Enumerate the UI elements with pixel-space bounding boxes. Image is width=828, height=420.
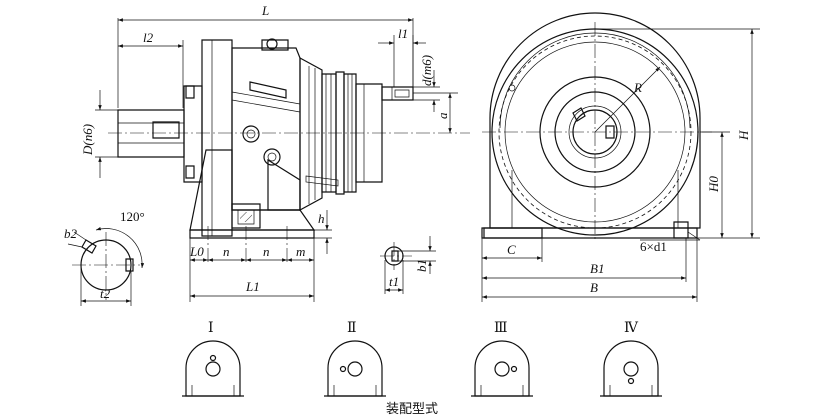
dim-B: B [590, 280, 598, 295]
assembly-label-1: Ⅰ [208, 321, 214, 336]
dim-m: m [296, 244, 305, 259]
assembly-label-3: Ⅲ [494, 321, 508, 336]
dim-b2: b2 [64, 226, 78, 241]
assembly-type-3: Ⅲ [471, 321, 533, 396]
dim-C: C [507, 242, 516, 257]
dim-n-1: n [223, 244, 230, 259]
assembly-type-2: Ⅱ [324, 321, 386, 396]
assembly-label-2: Ⅱ [347, 321, 357, 336]
dim-a: a [435, 112, 450, 119]
dim-H: H [736, 130, 751, 141]
assembly-type-1: Ⅰ [182, 321, 244, 396]
dim-n-2: n [263, 244, 270, 259]
dim-t1: t1 [389, 274, 399, 289]
dim-l2: l2 [143, 30, 154, 45]
dim-R: R [633, 80, 642, 95]
assembly-caption: 装配型式 [386, 402, 438, 417]
dim-L: L [261, 3, 269, 18]
dim-L0: L0 [189, 244, 204, 259]
output-shaft-section: b1 t1 [380, 236, 436, 294]
dim-d-m6: d(m6) [419, 55, 434, 86]
dim-D-n6: D(n6) [80, 124, 95, 156]
dim-t2: t2 [100, 286, 111, 301]
dim-B1: B1 [590, 261, 604, 276]
dim-angle: 120° [120, 209, 145, 224]
dim-h: h [318, 211, 325, 226]
input-shaft-section: b2 120° t2 [64, 209, 145, 306]
side-view: L l2 D(n6) [80, 3, 470, 302]
dim-l1: l1 [398, 26, 408, 41]
end-view: R H H0 6×d1 C B1 B [482, 13, 760, 302]
dim-H0: H0 [706, 176, 721, 193]
assembly-label-4: Ⅳ [624, 321, 639, 336]
dim-L1: L1 [245, 279, 260, 294]
assembly-type-4: Ⅳ [600, 321, 662, 396]
dim-b1: b1 [414, 259, 429, 272]
dim-holes: 6×d1 [640, 239, 667, 254]
